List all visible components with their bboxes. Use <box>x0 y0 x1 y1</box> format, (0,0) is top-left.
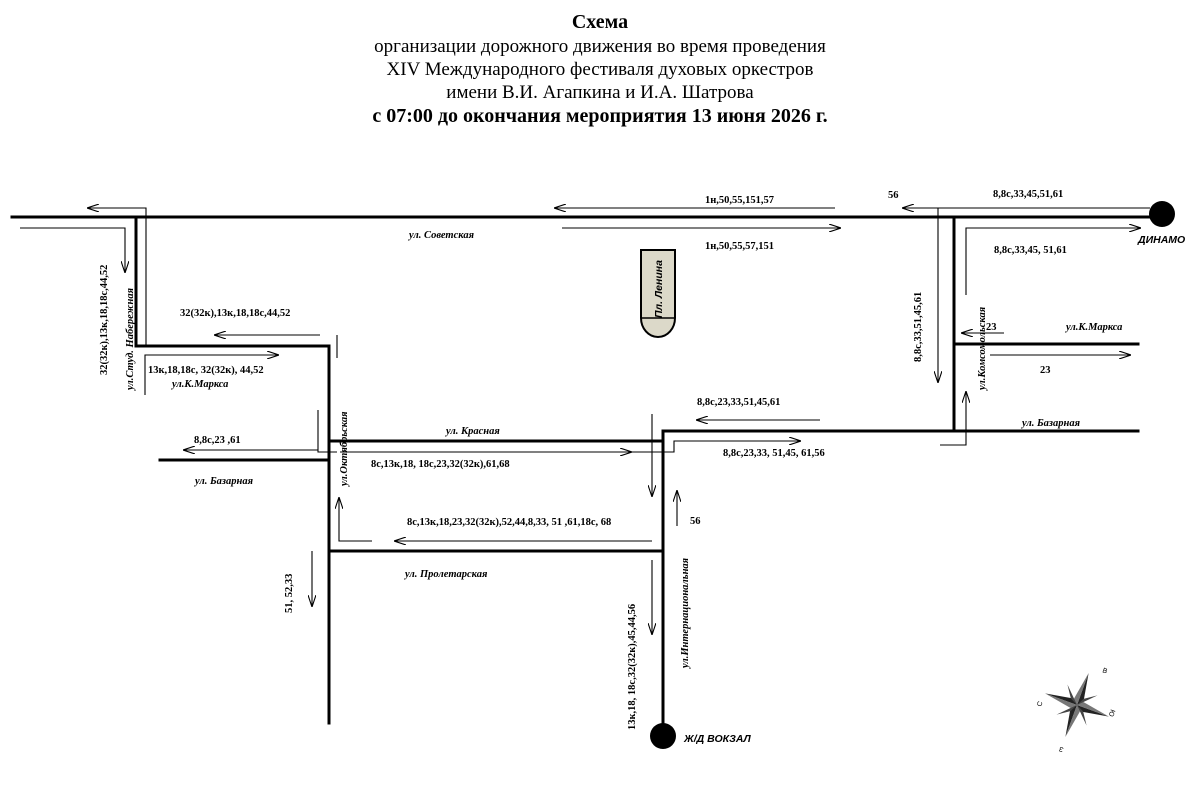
dinamo-label: ДИНАМО <box>1137 234 1185 246</box>
route-kmarksa-west: 32(32к),13к,18,18с,44,52 <box>180 308 290 319</box>
route-bazarnaya-west: 8,8с,23 ,61 <box>194 435 241 446</box>
route-stud-nab: 32(32к),13к,18,18с,44,52 <box>99 265 110 375</box>
route-kmarksa-east: 13к,18,18с, 32(32к), 44,52 <box>148 365 264 376</box>
route-56-top: 56 <box>888 190 899 201</box>
route-dinamo-in: 8,8с,33,45,51,61 <box>993 189 1063 200</box>
roads <box>10 215 1162 736</box>
route-komsomolskaya-south: 8,8с,33,51,45,61 <box>913 292 924 362</box>
scheme-date: с 07:00 до окончания мероприятия 13 июня… <box>372 105 828 127</box>
scheme-subtitle-1: организации дорожного движения во время … <box>374 36 826 57</box>
road-internatsionalnaya <box>661 429 956 736</box>
lenin-square: Пл. Ленина <box>640 249 676 338</box>
street-internatsionalnaya: ул.Интернациональная <box>680 557 691 670</box>
street-proletarskaya: ул. Пролетарская <box>403 569 488 580</box>
street-bazarnaya-right: ул. Базарная <box>1020 418 1081 429</box>
compass-east: В <box>1101 667 1108 675</box>
compass-rose: С В Ю З <box>1036 667 1116 753</box>
route-arrows <box>20 208 1150 634</box>
arrow-krasnaya-out <box>618 441 800 453</box>
scheme-subtitle-2: XIV Международного фестиваля духовых орк… <box>386 59 814 80</box>
arrow-komsomolskaya-north <box>940 392 966 446</box>
street-k-marksa-right: ул.К.Маркса <box>1064 322 1122 333</box>
arrow-sov-west-left <box>88 208 147 345</box>
route-sov-west: 1н,50,55,151,57 <box>705 195 774 206</box>
compass-north: С <box>1036 701 1044 708</box>
route-sov-east: 1н,50,55,57,151 <box>705 241 774 252</box>
street-stud-naberezhnaya: ул.Студ. Набережная <box>125 287 136 392</box>
street-sovetskaya: ул. Советская <box>407 230 475 241</box>
railway-station-label: Ж/Д ВОКЗАЛ <box>683 733 752 745</box>
route-labels: 1н,50,55,151,57 1н,50,55,57,151 56 8,8с,… <box>99 189 1067 730</box>
street-komsomolskaya: ул.Комсомольская <box>977 306 988 392</box>
compass-south: Ю <box>1107 708 1116 717</box>
street-oktyabrskaya: ул.Октябрьская <box>339 411 350 488</box>
railway-station-stop <box>650 723 676 749</box>
scheme-subtitle-3: имени В.И. Агапкина и И.А. Шатрова <box>446 82 754 103</box>
arrow-kmarksa-east <box>144 355 278 395</box>
route-intern-south: 13к,18, 18с,32(32к),45,44,56 <box>627 604 638 730</box>
terminals: ДИНАМО Ж/Д ВОКЗАЛ <box>650 201 1185 749</box>
arrow-stud-nab-south <box>20 227 125 272</box>
route-23-east: 23 <box>1040 365 1051 376</box>
street-bazarnaya-left: ул. Базарная <box>193 476 254 487</box>
route-56-mid: 56 <box>690 516 701 527</box>
street-krasnaya: ул. Красная <box>444 426 500 437</box>
street-labels: ул. Советская ул.Студ. Набережная ул.К.М… <box>125 230 1122 670</box>
route-oktyabrskaya-south: 51, 52,33 <box>284 574 295 613</box>
lenin-square-label: Пл. Ленина <box>653 260 665 318</box>
title-block: Схема организации дорожного движения во … <box>0 10 1200 129</box>
route-krasnaya-in: 8,8с,23,33,51,45,61 <box>697 397 780 408</box>
street-k-marksa-left: ул.К.Маркса <box>170 379 228 390</box>
dinamo-stop <box>1149 201 1175 227</box>
arrow-oktyabrskaya-north <box>339 498 372 542</box>
road-k-marksa-left <box>134 344 331 725</box>
scheme-title: Схема <box>571 11 629 33</box>
arrow-oktyabrskaya-connect <box>317 410 337 453</box>
compass-west: З <box>1058 745 1064 753</box>
arrow-dinamo-out <box>965 228 1140 295</box>
route-dinamo-out: 8,8с,33,45, 51,61 <box>994 245 1067 256</box>
route-23-west: 23 <box>986 322 997 333</box>
route-krasnaya-east: 8с,13к,18, 18с,23,32(32к),61,68 <box>371 459 510 470</box>
lenin-square-shape <box>640 249 676 338</box>
route-krasnaya-out: 8,8с,23,33, 51,45, 61,56 <box>723 448 825 459</box>
route-proletarskaya-west: 8с,13к,18,23,32(32к),52,44,8,33, 51 ,61,… <box>407 517 611 528</box>
